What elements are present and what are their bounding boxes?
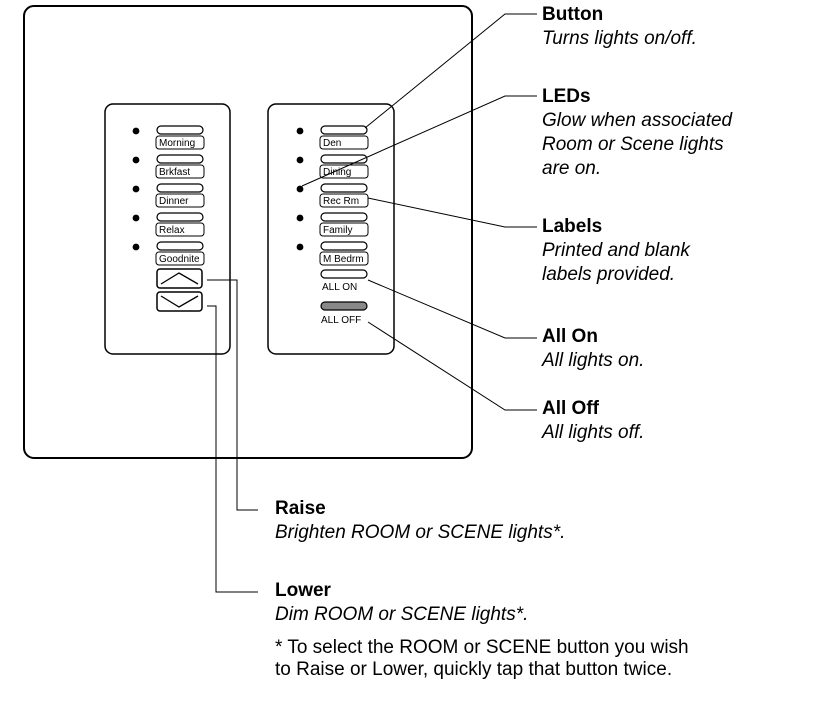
led-indicator [132, 214, 140, 222]
label-tab [155, 251, 205, 266]
left-button-cap-4[interactable] [156, 212, 204, 222]
right-button-label-1: Den [323, 138, 341, 149]
lower-button[interactable] [156, 291, 203, 312]
leader-leds [301, 95, 537, 187]
right-button-label-5: M Bedrm [323, 254, 364, 265]
label-tab [319, 135, 369, 150]
all-on-button[interactable] [320, 269, 368, 279]
left-button-label-2: Brkfast [159, 167, 190, 178]
right-button-cap-4[interactable] [320, 212, 368, 222]
led-indicator [296, 243, 304, 251]
callout-leds-desc-1: Glow when associated [542, 110, 733, 131]
leader-lines [207, 13, 537, 593]
label-tab [155, 135, 205, 150]
left-button-cap-2[interactable] [156, 154, 204, 164]
left-button-label-3: Dinner [159, 196, 189, 207]
callout-lower-desc: Dim ROOM or SCENE lights*. [275, 604, 529, 625]
label-tab [155, 164, 205, 179]
callout-raise-desc: Brighten ROOM or SCENE lights*. [275, 522, 566, 543]
footnote: * To select the ROOM or SCENE button you… [275, 637, 689, 680]
callout-labels-title: Labels [542, 216, 603, 237]
right-button-label-2: Dining [323, 167, 351, 178]
leader-labels [367, 197, 537, 228]
label-tab [319, 222, 369, 237]
raise-button[interactable] [156, 268, 203, 289]
leader-lower [207, 305, 258, 593]
label-tab [319, 193, 369, 208]
label-tab [319, 251, 369, 266]
led-indicator [132, 127, 140, 135]
label-tab [319, 164, 369, 179]
callout-lower-title: Lower [275, 580, 331, 601]
callout-all-off-title: All Off [542, 398, 599, 419]
leader-all-off [367, 321, 537, 411]
callout-leds-title: LEDs [542, 86, 591, 107]
left-button-cap-3[interactable] [156, 183, 204, 193]
all-off-button[interactable] [320, 301, 368, 311]
callout-labels-desc-1: Printed and blank [542, 240, 690, 261]
led-indicator [296, 127, 304, 135]
chevron-down-icon [160, 295, 199, 308]
label-tab [155, 222, 205, 237]
callout-leds-desc-2: Room or Scene lights [542, 134, 724, 155]
led-indicator [296, 185, 304, 193]
leader-all-on [367, 279, 537, 339]
right-button-label-3: Rec Rm [323, 196, 359, 207]
label-tab [155, 193, 205, 208]
right-button-cap-1[interactable] [320, 125, 368, 135]
right-button-cap-5[interactable] [320, 241, 368, 251]
left-button-label-4: Relax [159, 225, 185, 236]
right-button-label-4: Family [323, 225, 352, 236]
led-indicator [296, 156, 304, 164]
right-button-cap-2[interactable] [320, 154, 368, 164]
leader-button [364, 13, 537, 129]
wallplate [23, 5, 473, 459]
all-on-label: ALL ON [322, 282, 357, 293]
callout-all-on-title: All On [542, 326, 598, 347]
led-indicator [132, 156, 140, 164]
led-indicator [132, 185, 140, 193]
callout-labels-desc-2: labels provided. [542, 264, 676, 285]
all-off-label: ALL OFF [321, 315, 361, 326]
callout-button-title: Button [542, 4, 604, 25]
callout-all-off-desc: All lights off. [542, 422, 645, 443]
led-indicator [296, 214, 304, 222]
chevron-up-icon [160, 272, 199, 285]
callout-all-on-desc: All lights on. [542, 350, 645, 371]
callout-leds-desc-3: are on. [542, 158, 602, 179]
left-button-cap-5[interactable] [156, 241, 204, 251]
leader-raise [207, 279, 258, 511]
left-button-label-5: Goodnite [159, 254, 200, 265]
callout-raise-title: Raise [275, 498, 326, 519]
right-button-cap-3[interactable] [320, 183, 368, 193]
left-button-cap-1[interactable] [156, 125, 204, 135]
callout-button-desc: Turns lights on/off. [542, 28, 697, 49]
left-button-label-1: Morning [159, 138, 195, 149]
led-indicator [132, 243, 140, 251]
